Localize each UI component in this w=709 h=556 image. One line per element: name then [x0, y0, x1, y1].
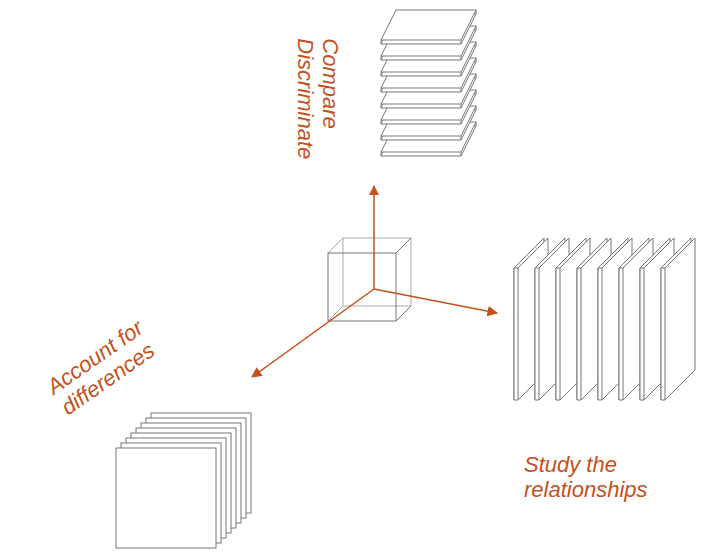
- axis-label: Compare Discriminate: [293, 38, 344, 178]
- frontal-slices: [116, 413, 251, 548]
- axis-label: Study the relationships: [524, 452, 684, 503]
- axis-arrows: [252, 186, 497, 377]
- horizontal-slices: [381, 10, 476, 156]
- vertical-slices: [514, 238, 695, 400]
- cube: [328, 238, 411, 321]
- axis-label: Account for differences: [42, 304, 178, 420]
